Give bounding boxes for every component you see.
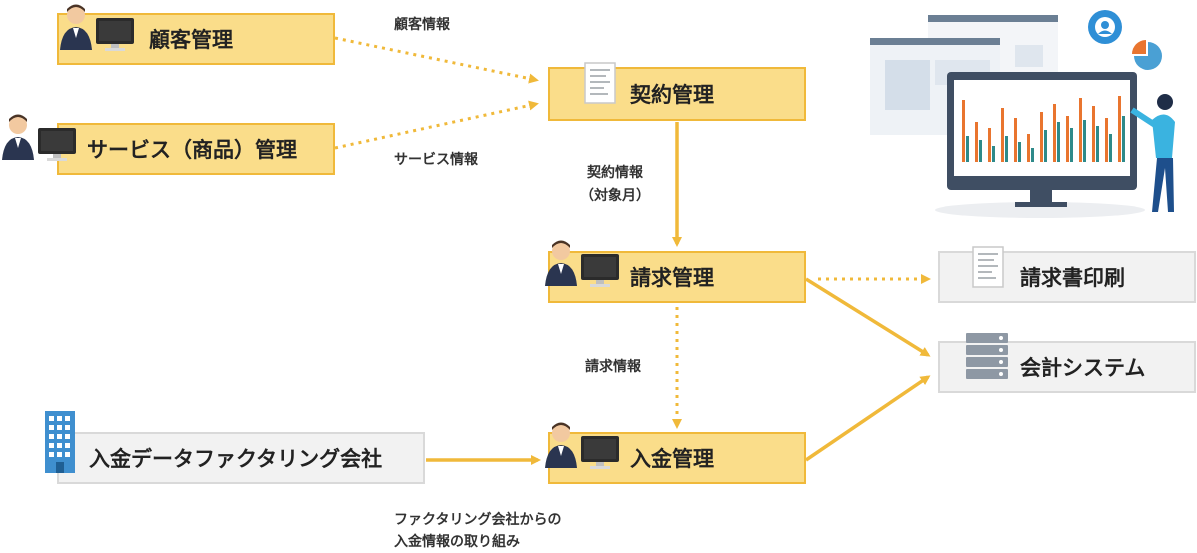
arrow-customer-to-contract	[334, 36, 539, 84]
person-at-computer-icon	[60, 4, 134, 51]
person-at-computer-icon	[545, 422, 619, 469]
billing-management-label: 請求管理	[630, 266, 714, 290]
arrow-payment-to-accounting	[805, 375, 931, 462]
billing-info-label: 請求情報	[585, 359, 641, 375]
factoring-info-label-line2: 入金情報の取り組み	[394, 534, 520, 550]
service-management-node: サービス（商品）管理	[57, 123, 335, 175]
document-icon	[972, 246, 1004, 288]
service-info-label: サービス情報	[394, 152, 478, 168]
person-at-computer-icon	[2, 114, 76, 161]
person-at-computer-icon	[545, 240, 619, 287]
document-icon	[584, 62, 616, 104]
factoring-info-label-line1: ファクタリング会社からの	[394, 512, 562, 528]
arrow-billing-to-accounting	[805, 277, 931, 357]
contract-management-label: 契約管理	[630, 83, 714, 107]
customer-info-label: 顧客情報	[394, 17, 450, 33]
arrow-service-to-contract	[334, 100, 539, 150]
contract-info-label-line1: 契約情報	[587, 165, 643, 181]
dashboard-presenter-illustration	[870, 10, 1175, 218]
factoring-company-label: 入金データファクタリング会社	[89, 447, 383, 471]
service-management-label: サービス（商品）管理	[87, 138, 297, 162]
payment-management-label: 入金管理	[630, 447, 714, 471]
contract-info-label-line2: （対象月）	[580, 188, 650, 204]
invoice-print-label: 請求書印刷	[1020, 266, 1125, 290]
factoring-company-node: 入金データファクタリング会社	[57, 432, 425, 484]
accounting-system-label: 会計システム	[1020, 356, 1146, 380]
building-icon	[45, 411, 75, 473]
customer-management-label: 顧客管理	[149, 28, 233, 52]
server-icon	[966, 333, 1008, 379]
